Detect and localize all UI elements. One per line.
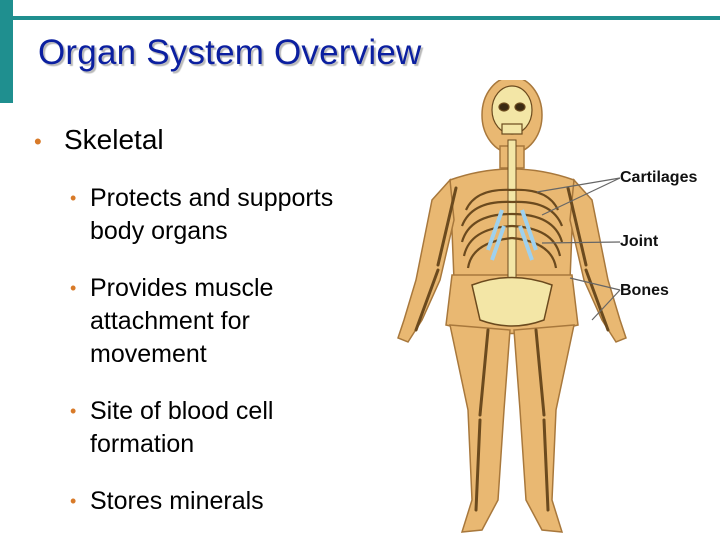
skeleton-illustration — [397, 80, 627, 533]
slide-title: Organ System Overview — [38, 33, 422, 72]
skull — [491, 85, 533, 135]
sub-bullet-text: Stores minerals — [90, 487, 264, 515]
sub-bullet-text: Protects and supports body organs — [90, 184, 334, 245]
bullet-marker: • — [34, 129, 42, 154]
bullet-marker: • — [70, 491, 77, 511]
sub-bullet-list: • Protects and supports body organs • Pr… — [70, 182, 404, 518]
bullet-list: • Skeletal • Protects and supports body … — [34, 124, 404, 542]
sub-bullet-text: Provides muscle attachment for movement — [90, 274, 274, 368]
pelvis — [471, 276, 553, 327]
label-bones: Bones — [620, 282, 669, 299]
bullet-marker: • — [70, 401, 77, 421]
left-accent-bar — [0, 0, 13, 103]
label-joint: Joint — [620, 233, 659, 250]
sub-bullet: • Site of blood cell formation — [70, 395, 330, 461]
main-bullet: • Skeletal — [34, 124, 404, 160]
label-cartilages: Cartilages — [620, 169, 698, 186]
sub-bullet: • Stores minerals — [70, 485, 370, 518]
bullet-marker: • — [70, 278, 77, 298]
top-accent-rule — [0, 16, 720, 20]
limb-bones — [414, 186, 610, 512]
costal-cartilage — [486, 209, 538, 261]
skeleton-figure: Cartilages Joint Bones — [392, 80, 720, 540]
sub-bullet-text: Site of blood cell formation — [90, 397, 274, 458]
sub-bullet: • Provides muscle attachment for movemen… — [70, 272, 320, 371]
sub-bullet: • Protects and supports body organs — [70, 182, 390, 248]
main-bullet-text: Skeletal — [64, 124, 164, 155]
bullet-marker: • — [70, 188, 77, 208]
label-pointers — [536, 177, 621, 321]
